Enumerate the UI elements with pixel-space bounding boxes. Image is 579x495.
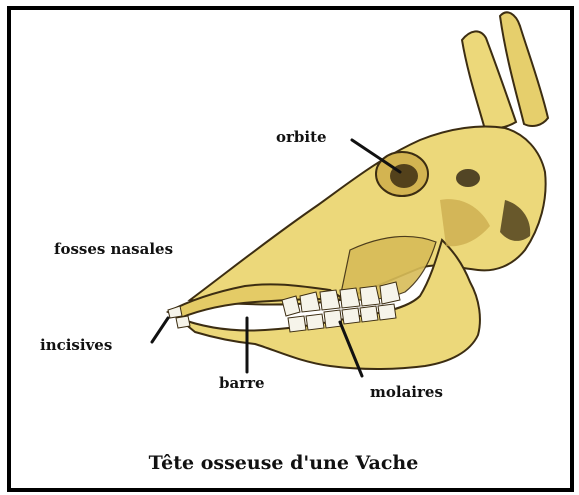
label-incisives: incisives — [40, 336, 112, 354]
figure-caption: Tête osseuse d'une Vache — [0, 452, 567, 474]
label-orbite: orbite — [276, 128, 327, 146]
label-molaires: molaires — [370, 383, 443, 401]
label-barre: barre — [219, 374, 265, 392]
label-fosses-nasales: fosses nasales — [54, 240, 173, 258]
leader-line-incisives — [152, 318, 168, 342]
